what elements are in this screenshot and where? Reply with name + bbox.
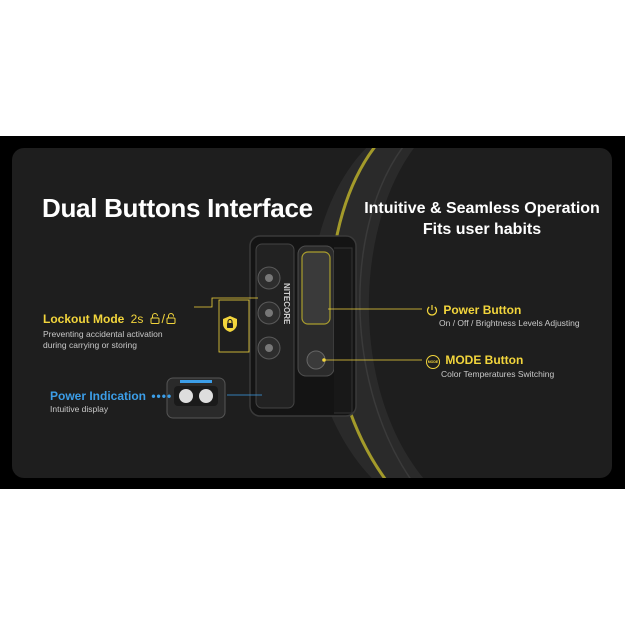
subtitle-line-2: Fits user habits bbox=[422, 221, 542, 238]
subtitle-line-1: Intuitive & Seamless Operation bbox=[364, 200, 600, 217]
lockout-title: Lockout Mode bbox=[43, 312, 125, 326]
headlamp-illustration: NITECORE bbox=[194, 148, 424, 478]
power-indication-title: Power Indication bbox=[50, 389, 147, 403]
lockout-desc-line-1: Preventing accidental activation bbox=[43, 329, 163, 339]
page-title: Dual Buttons Interface bbox=[42, 193, 313, 223]
lockout-mode-label: Lockout Mode 2s bbox=[43, 312, 176, 326]
mode-button-label: MODE MODE Button bbox=[426, 353, 523, 369]
feature-panel: NITECORE Dual Buttons Interface Intuitiv… bbox=[12, 148, 612, 478]
strap-edge bbox=[359, 148, 412, 478]
lock-unlock-icon bbox=[150, 313, 176, 324]
subtitle: Intuitive & Seamless Operation Fits user… bbox=[362, 198, 602, 240]
power-indicator-lamp bbox=[166, 377, 226, 419]
lockout-hold-time: 2s bbox=[130, 312, 144, 326]
power-button-title: Power Button bbox=[443, 303, 522, 317]
power-button-pad bbox=[301, 251, 331, 325]
mode-button-title: MODE Button bbox=[445, 353, 524, 367]
lockout-bracket bbox=[218, 299, 250, 353]
power-button-label: Power Button bbox=[426, 303, 521, 317]
power-button-desc: On / Off / Brightness Levels Adjusting bbox=[439, 318, 580, 328]
power-icon bbox=[426, 305, 438, 316]
mode-button-desc: Color Temperatures Switching bbox=[441, 369, 555, 379]
headlamp-body bbox=[249, 235, 357, 417]
mode-badge-icon: MODE bbox=[426, 355, 440, 369]
battery-dots-icon: •••• bbox=[151, 389, 173, 403]
lock-badge-icon bbox=[223, 316, 237, 332]
lockout-description: Preventing accidental activation during … bbox=[43, 329, 163, 351]
power-indication-label: Power Indication •••• bbox=[50, 389, 172, 403]
brand-text: NITECORE bbox=[282, 283, 291, 325]
power-indication-desc: Intuitive display bbox=[50, 404, 109, 414]
lockout-desc-line-2: during carrying or storing bbox=[43, 340, 138, 350]
